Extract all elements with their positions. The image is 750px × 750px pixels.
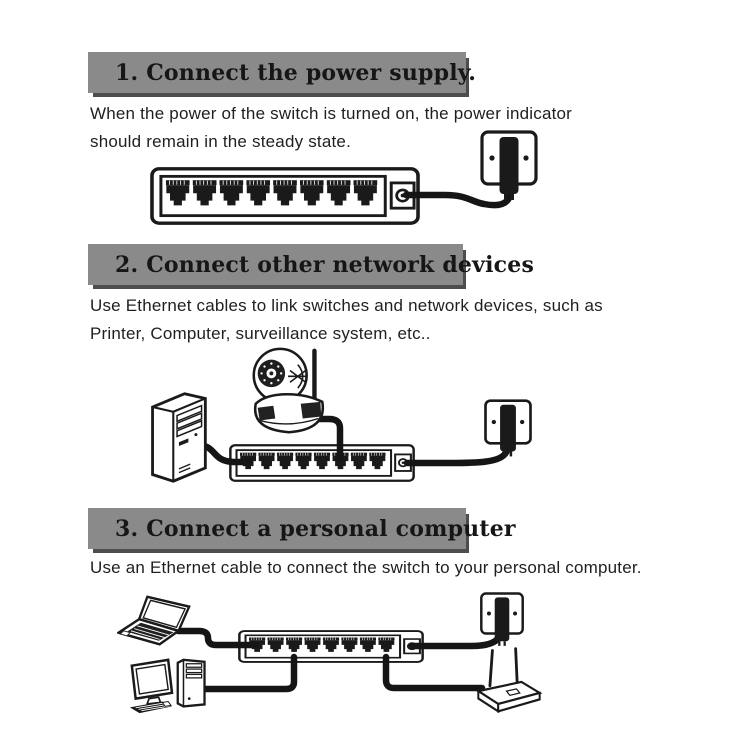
description-line: should remain in the steady state. xyxy=(90,132,352,151)
description-line: Printer, Computer, surveillance system, … xyxy=(90,324,431,343)
description-line: Use Ethernet cables to link switches and… xyxy=(90,296,603,315)
section-1-heading: 1. Connect the power supply. xyxy=(115,59,477,86)
section-2-description: Use Ethernet cables to link switches and… xyxy=(90,292,603,348)
wireless-router-icon xyxy=(476,647,542,713)
section-3-heading: 3. Connect a personal computer xyxy=(115,515,516,542)
ethernet-switch-icon xyxy=(152,169,418,223)
desktop-computer-icon xyxy=(128,658,206,715)
ethernet-cable-laptop xyxy=(174,627,260,649)
ethernet-switch-icon xyxy=(230,445,413,481)
ethernet-cable-camera xyxy=(309,415,344,463)
description-line: When the power of the switch is turned o… xyxy=(90,104,573,123)
section-3-description: Use an Ethernet cable to connect the swi… xyxy=(90,554,642,582)
section-2-heading: 2. Connect other network devices xyxy=(115,251,535,278)
ethernet-cable-router xyxy=(382,653,486,692)
section-1-header: 1. Connect the power supply. xyxy=(88,52,476,93)
ip-camera-icon xyxy=(254,349,323,432)
wall-outlet-icon xyxy=(480,592,524,648)
section-3-illustration xyxy=(117,592,542,715)
ethernet-cable-desktop xyxy=(202,653,298,693)
wall-outlet-icon xyxy=(484,399,532,458)
description-line: Use an Ethernet cable to connect the swi… xyxy=(90,558,642,577)
section-2-header: 2. Connect other network devices xyxy=(88,244,534,285)
section-1-description: When the power of the switch is turned o… xyxy=(90,100,572,156)
section-1-illustration xyxy=(95,130,538,244)
wall-outlet-icon xyxy=(480,130,538,202)
section-2-illustration xyxy=(151,333,532,483)
laptop-icon xyxy=(117,595,191,646)
power-cable xyxy=(402,190,513,209)
power-cable xyxy=(403,441,512,467)
computer-tower-icon xyxy=(151,392,207,483)
ethernet-switch-icon xyxy=(239,631,422,662)
section-3-header: 3. Connect a personal computer xyxy=(88,508,516,549)
